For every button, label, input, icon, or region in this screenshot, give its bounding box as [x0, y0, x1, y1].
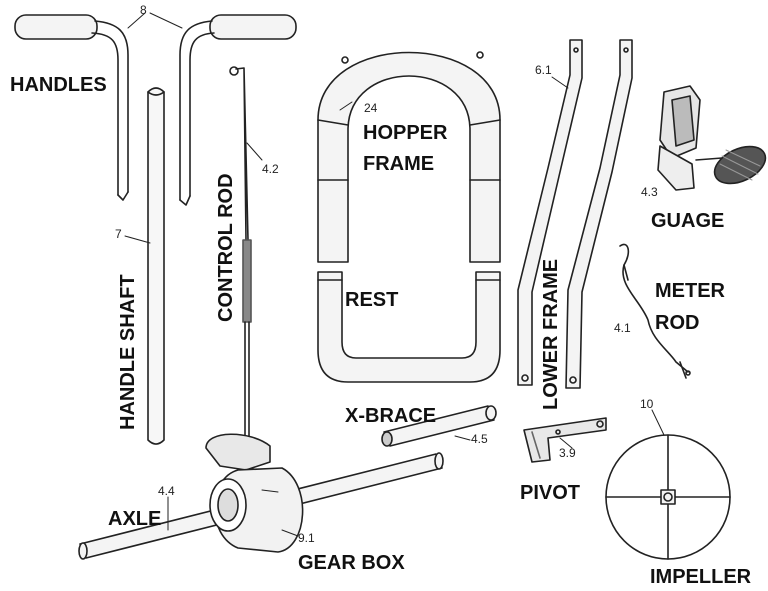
impeller-part-number: 10	[640, 397, 654, 411]
x-brace-label: X-BRACE	[345, 405, 437, 427]
control-rod-part	[229, 66, 263, 441]
handles-part	[14, 12, 297, 206]
handle-shaft-label: HANDLE SHAFT	[117, 274, 139, 430]
axle-part-number: 4.4	[158, 484, 175, 498]
x-brace-part	[381, 405, 497, 447]
control-rod-part-number: 4.2	[262, 162, 279, 176]
guage-label: GUAGE	[651, 210, 725, 232]
lower-frame-part	[517, 39, 633, 389]
lower-frame-label: LOWER FRAME	[540, 258, 562, 410]
impeller-label: IMPELLER	[650, 566, 752, 588]
gear-box-part-number: 9.1	[298, 531, 315, 545]
hopper-frame-part	[317, 51, 501, 263]
lower-frame-part-number: 6.1	[535, 63, 552, 77]
handles-label: HANDLES	[10, 74, 107, 96]
meter-rod-part-number: 4.1	[614, 321, 631, 335]
pivot-label: PIVOT	[520, 482, 581, 504]
handle-shaft-part	[124, 87, 165, 445]
guage-part-number: 4.3	[641, 185, 658, 199]
rest-label: REST	[345, 289, 399, 311]
pivot-part-number: 3.9	[559, 446, 576, 460]
gear-box-label: GEAR BOX	[298, 552, 405, 574]
gear-box-part	[205, 433, 304, 553]
hopper-frame-label-line2: FRAME	[363, 153, 435, 175]
axle-label: AXLE	[108, 508, 162, 530]
x-brace-part-number: 4.5	[471, 432, 488, 446]
pivot-part	[523, 417, 607, 463]
rest-part	[317, 271, 501, 383]
handles-part-number: 8	[140, 3, 147, 17]
meter-rod-part	[619, 243, 691, 379]
meter-rod-label-line1: METER	[655, 280, 725, 302]
hopper-frame-label-line1: HOPPER	[363, 122, 448, 144]
guage-part	[657, 85, 767, 191]
control-rod-label: CONTROL ROD	[215, 173, 237, 322]
impeller-part	[605, 409, 731, 560]
handle-shaft-part-number: 7	[115, 227, 122, 241]
hopper-frame-part-number: 24	[364, 101, 378, 115]
meter-rod-label-line2: ROD	[655, 312, 700, 334]
